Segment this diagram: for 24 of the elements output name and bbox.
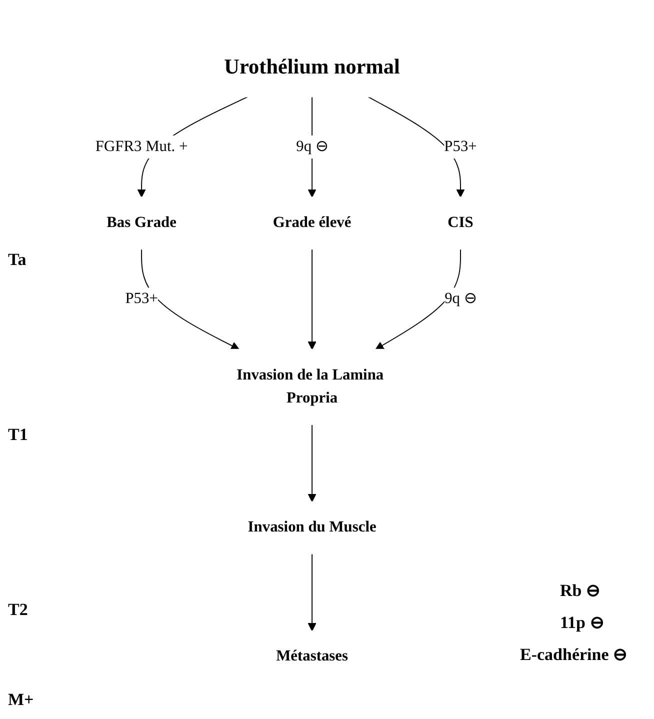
edge-label: P53+ bbox=[444, 138, 477, 155]
node-text: Grade élevé bbox=[272, 214, 352, 231]
arrow bbox=[308, 553, 316, 632]
arrow bbox=[368, 96, 465, 198]
stage-label: T2 bbox=[8, 600, 28, 620]
node-text: Invasion du Muscle bbox=[248, 519, 376, 536]
node-text: CIS bbox=[448, 214, 474, 231]
stage-label: M+ bbox=[8, 690, 34, 710]
node-text: Bas Grade bbox=[106, 214, 176, 231]
stage-label: Ta bbox=[8, 250, 26, 270]
edge-label: FGFR3 Mut. + bbox=[95, 138, 188, 155]
gene-marker-label: 11p ⊖ bbox=[560, 612, 604, 633]
arrow bbox=[308, 248, 316, 350]
stage-label: T1 bbox=[8, 425, 28, 445]
gene-marker-label: Rb ⊖ bbox=[560, 580, 600, 601]
edge-label: P53+ bbox=[125, 290, 158, 307]
arrow bbox=[141, 248, 240, 350]
node-text: Invasion de la Lamina Propria bbox=[236, 366, 384, 406]
node-text: Métastases bbox=[276, 648, 348, 665]
node-text: Urothélium normal bbox=[224, 54, 400, 78]
edge-label: 9q ⊖ bbox=[444, 290, 476, 307]
gene-marker-label: E-cadhérine ⊖ bbox=[520, 644, 628, 665]
edge-label: 9q ⊖ bbox=[296, 138, 328, 155]
arrow bbox=[308, 424, 316, 502]
